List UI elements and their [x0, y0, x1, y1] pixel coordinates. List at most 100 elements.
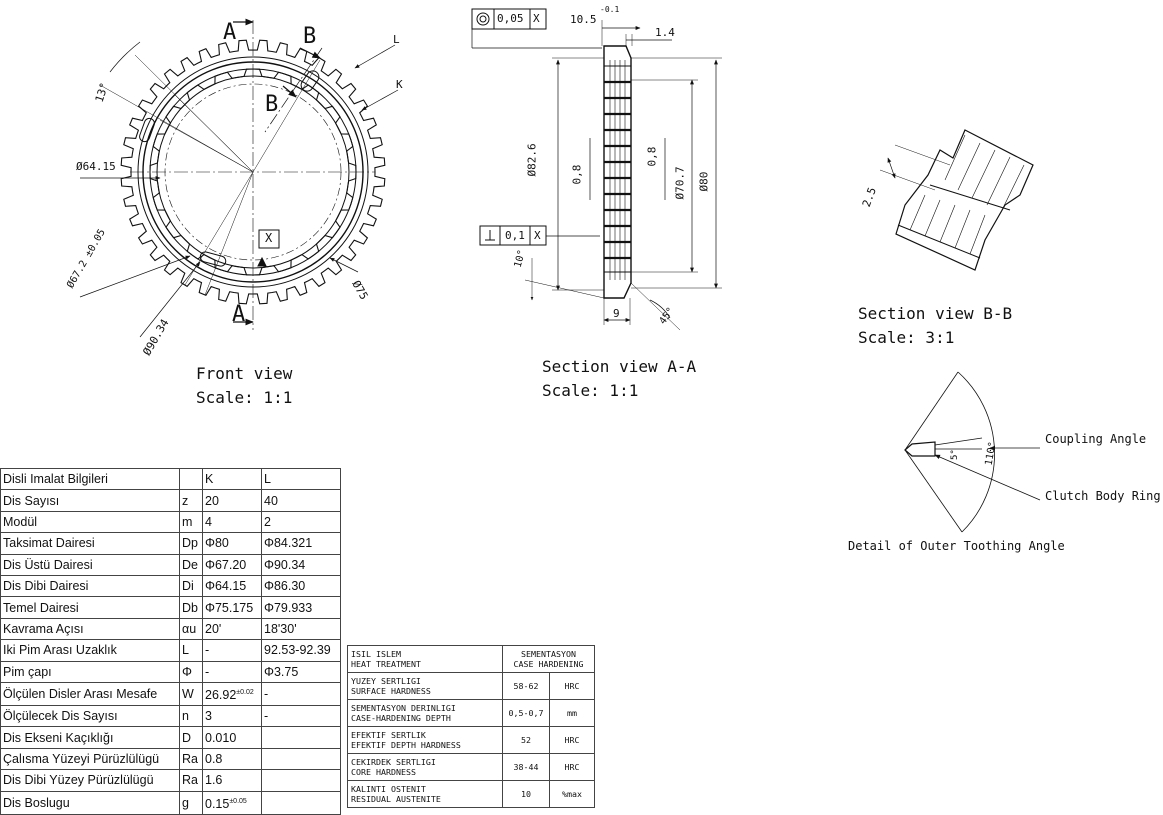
- gear-cell-l-text: 2: [264, 514, 271, 529]
- gear-cell-k: 20: [202, 489, 262, 512]
- gear-cell-name: Dis Ekseni Kaçıklığı: [0, 726, 180, 749]
- gear-cell-k: Φ67.20: [202, 553, 262, 576]
- coupling-angle-label: Coupling Angle: [1045, 432, 1147, 446]
- section-a-marker-top: A: [223, 20, 237, 45]
- gear-cell-name: Pim çapı: [0, 660, 180, 683]
- gear-cell-name-text: Dis Dibi Yüzey Pürüzlülügü: [3, 773, 154, 788]
- gear-cell-name-text: Kavrama Açısı: [3, 621, 84, 636]
- gear-cell-k-tolerance: ±0.05: [229, 797, 247, 805]
- heat-cell-value: 10: [502, 780, 550, 808]
- gear-cell-k-text: 26.92: [205, 688, 237, 703]
- detail-outer-toothing: [904, 371, 1041, 533]
- heat-property-en: EFEKTIF DEPTH HARDNESS: [351, 740, 461, 750]
- gear-cell-symbol-text: αu: [182, 621, 197, 636]
- gear-cell-k-text: Φ67.20: [205, 557, 247, 572]
- gear-cell-k: Φ80: [202, 532, 262, 555]
- gear-cell-symbol: αu: [179, 617, 203, 641]
- gear-cell-l-text: 92.53-92.39: [264, 643, 331, 658]
- gear-cell-k-text: Φ64.15: [205, 579, 247, 594]
- concentricity-ref: X: [533, 12, 540, 25]
- dia-70-7-label: Ø70.7: [673, 166, 687, 200]
- gear-cell-symbol: L: [179, 639, 203, 662]
- gear-cell-name-text: Ölçülecek Dis Sayısı: [3, 709, 118, 724]
- heat-property-tr: EFEKTIF SERTLIK: [351, 730, 426, 740]
- gear-cell-name: Dis Sayısı: [0, 489, 180, 512]
- gear-cell-k-text: Φ75.175: [205, 600, 254, 615]
- gear-table-sym-head: [179, 467, 203, 491]
- section-bb-title: Section view B-B: [858, 304, 1013, 323]
- front-view-scale: Scale: 1:1: [196, 388, 293, 407]
- gear-cell-l: [261, 790, 341, 815]
- gear-cell-k: Φ75.175: [202, 596, 262, 619]
- gear-cell-name: Dis Üstü Dairesi: [0, 553, 180, 576]
- concentricity-tol: 0,05: [497, 12, 524, 25]
- gear-cell-l: Φ86.30: [261, 574, 341, 598]
- gear-cell-k: 1.6: [202, 769, 262, 792]
- gear-cell-k: 0.8: [202, 747, 262, 771]
- gear-cell-l-text: 18'30': [264, 621, 297, 636]
- gear-cell-name: Iki Pim Arası Uzaklık: [0, 639, 180, 662]
- gear-cell-name: Ölçülecek Dis Sayısı: [0, 705, 180, 728]
- gear-cell-l: 2: [261, 510, 341, 534]
- gear-cell-symbol-text: L: [182, 643, 189, 658]
- heat-property-en: CASE-HARDENING DEPTH: [351, 713, 451, 723]
- gear-cell-l: [261, 747, 341, 771]
- gear-cell-l-text: -: [264, 686, 269, 701]
- gear-cell-name-text: Modül: [3, 514, 38, 529]
- gear-cell-symbol: Dp: [179, 532, 203, 555]
- label-l: L: [393, 33, 400, 46]
- gear-cell-k: Φ64.15: [202, 574, 262, 598]
- dia-82-6-label: Ø82.6: [525, 143, 539, 177]
- gear-cell-k: 4: [202, 510, 262, 534]
- gear-cell-k-tolerance: ±0.02: [236, 688, 254, 696]
- gear-cell-k: 0.010: [202, 726, 262, 749]
- gear-cell-symbol-text: Dp: [182, 536, 198, 551]
- heat-cell-value: 38-44: [502, 753, 550, 781]
- heat-property-en: CORE HARDNESS: [351, 767, 416, 777]
- heat-cell-value: 0,5-0,7: [502, 699, 550, 727]
- gear-cell-symbol: W: [179, 681, 203, 707]
- heat-property-tr: YUZEY SERTLIGI: [351, 676, 421, 686]
- gear-table-header: Disli Imalat Bilgileri K L: [0, 467, 341, 491]
- gear-table-title: Disli Imalat Bilgileri: [0, 467, 180, 491]
- heat-cell-unit: HRC: [549, 753, 595, 781]
- gear-cell-k-text: 0.15: [205, 796, 230, 811]
- gear-cell-l-text: -: [264, 709, 269, 724]
- gear-cell-l: 40: [261, 489, 341, 512]
- gear-cell-k-text: 1.6: [205, 773, 223, 788]
- gear-cell-l: Φ84.321: [261, 532, 341, 555]
- gear-cell-name-text: Çalısma Yüzeyi Pürüzlülügü: [3, 752, 160, 767]
- gear-cell-symbol-text: Φ: [182, 664, 192, 679]
- dim-0-8-left: 0,8: [570, 164, 584, 185]
- dim-10-5-tol: -0.1: [600, 5, 620, 14]
- gear-cell-symbol: D: [179, 726, 203, 749]
- gear-cell-symbol-text: g: [182, 795, 189, 810]
- gear-cell-k: 20': [202, 617, 262, 641]
- section-b-marker-inner: B: [265, 92, 279, 117]
- heat-cell-unit: HRC: [549, 726, 595, 754]
- section-aa: [471, 8, 722, 331]
- gear-cell-symbol: Di: [179, 574, 203, 598]
- gear-cell-k-text: 0.8: [205, 752, 223, 767]
- gear-cell-name-text: Pim çapı: [3, 664, 52, 679]
- gear-cell-l: -: [261, 681, 341, 707]
- gear-cell-symbol-text: Di: [182, 579, 194, 594]
- heat-cell-unit: mm: [549, 699, 595, 727]
- gear-cell-name-text: Dis Boslugu: [3, 795, 70, 810]
- heat-header-val-en: CASE HARDENING: [513, 659, 584, 669]
- section-a-marker-bottom: A: [232, 302, 246, 327]
- gear-cell-k-text: 4: [205, 514, 212, 529]
